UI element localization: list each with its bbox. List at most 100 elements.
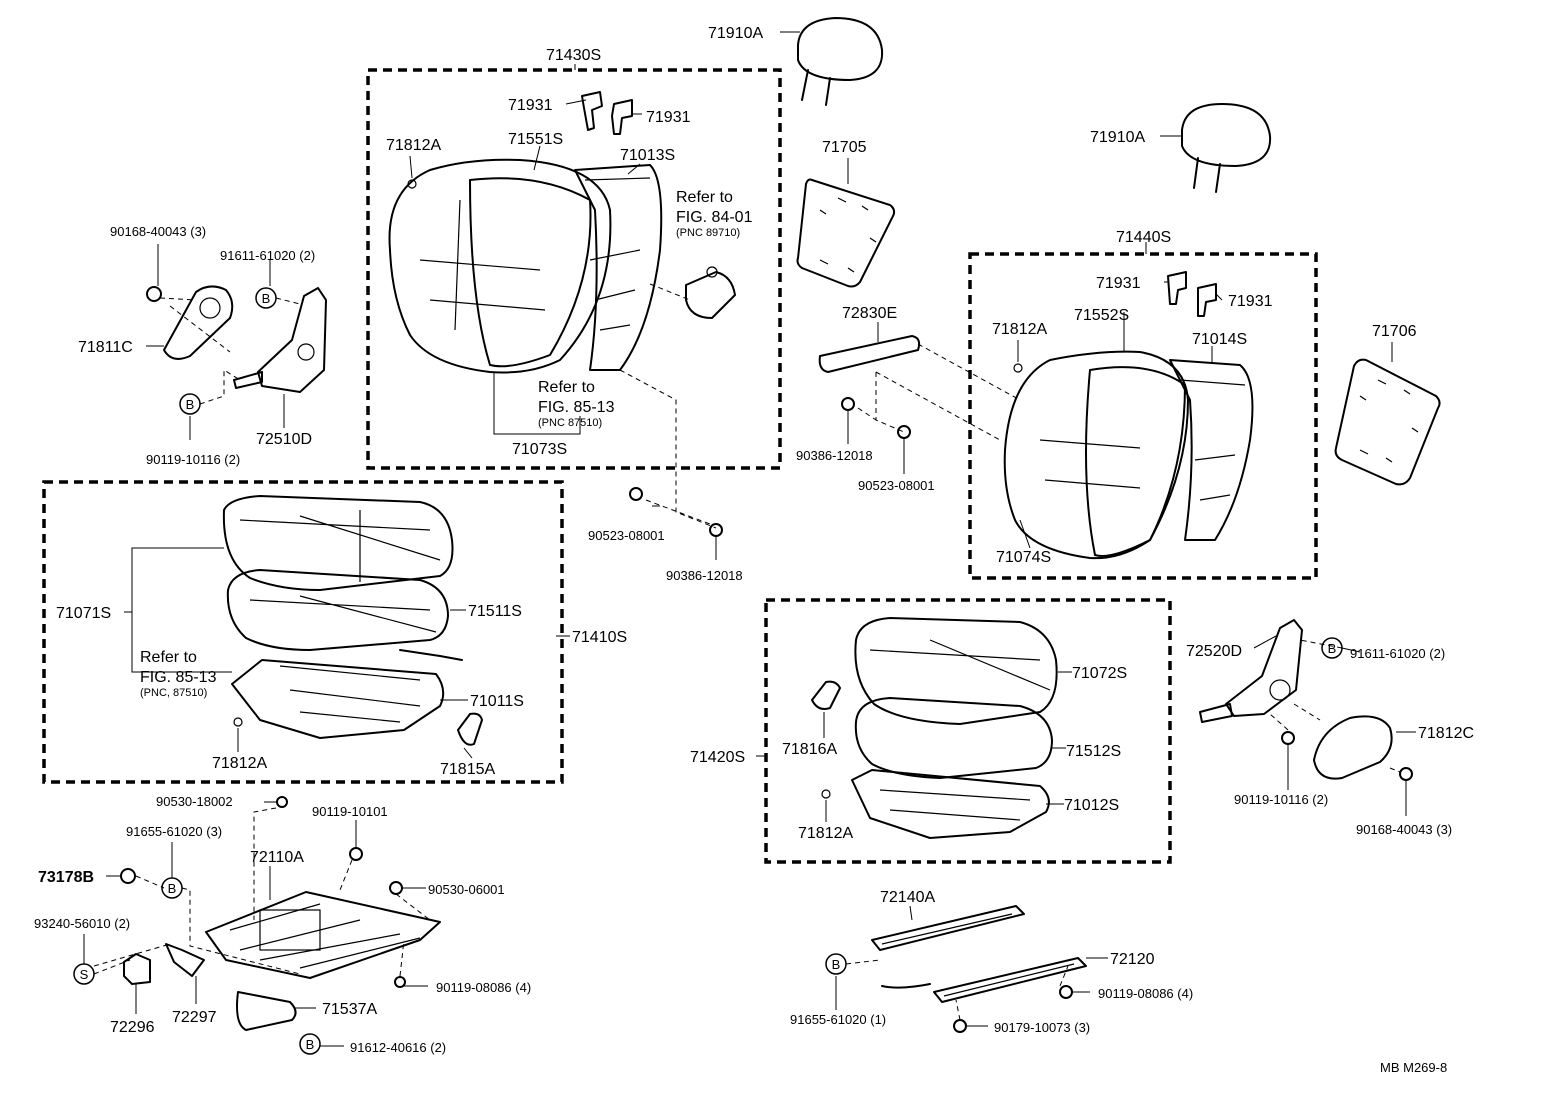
label-refer-84: Refer to: [676, 189, 733, 206]
label-71811c: 71811C: [78, 339, 133, 356]
bracket-72296: [123, 953, 151, 985]
label-refer-85-a: Refer to: [538, 379, 595, 396]
label-71552s: 71552S: [1074, 307, 1129, 324]
svg-text:B: B: [262, 291, 271, 306]
label-pnc-87510-b: (PNC, 87510): [140, 687, 207, 699]
group-box-71420s: [764, 598, 1172, 864]
cushion-frame-71011s: [231, 649, 463, 739]
callout-b-left-bottom: B: [179, 393, 201, 415]
nut-90523-08001-b: [629, 487, 643, 501]
label-90168-40043-right: 90168-40043 (3): [1356, 822, 1452, 837]
label-71816a: 71816A: [782, 741, 837, 758]
label-91655-61020-3: 91655-61020 (3): [126, 824, 222, 839]
group-box-71440s: [968, 252, 1318, 580]
label-91611-61020-left: 91611-61020 (2): [220, 248, 315, 263]
cover-71812c: [1313, 715, 1393, 780]
label-72120: 72120: [1110, 951, 1155, 968]
clip-71812a-right-cushion: [821, 789, 831, 799]
callout-b-right-recliner: B: [1321, 637, 1343, 659]
callout-b-bottom: B: [299, 1033, 321, 1055]
label-73178b: 73178B: [38, 869, 94, 886]
label-71012s: 71012S: [1064, 797, 1119, 814]
svg-text:B: B: [168, 881, 177, 896]
bolt-90530-18002: [276, 796, 288, 808]
label-71440s: 71440S: [1116, 229, 1171, 246]
bolt-90119-08086-left: [394, 976, 406, 988]
label-fig-85-13-b: FIG. 85-13: [140, 669, 217, 686]
label-pnc-87510-a: (PNC 87510): [538, 417, 602, 429]
rail-72140a: [871, 905, 1025, 951]
cushion-frame-71012s: [851, 769, 1050, 839]
label-90530-18002: 90530-18002: [156, 794, 233, 809]
cover-71811c: [163, 285, 234, 360]
nut-90523-08001-a: [897, 425, 911, 439]
label-71931-c: 71931: [1096, 275, 1141, 292]
headrest-support-71931: [581, 91, 633, 135]
label-71705: 71705: [822, 139, 867, 156]
label-71511s: 71511S: [468, 603, 522, 620]
clip-71812a-left-back: [407, 179, 417, 189]
label-90119-10101: 90119-10101: [312, 804, 388, 819]
label-71420s: 71420S: [690, 749, 745, 766]
label-91611-61020-right: 91611-61020 (2): [1350, 646, 1445, 661]
label-90168-40043-left: 90168-40043 (3): [110, 224, 206, 239]
label-71931-d: 71931: [1228, 293, 1273, 310]
label-71706: 71706: [1372, 323, 1417, 340]
callout-b-track-left: B: [161, 877, 183, 899]
label-72296: 72296: [110, 1019, 155, 1036]
bolt-90168-40043-left: [146, 286, 162, 302]
nut-90386-12018-b: [709, 523, 723, 537]
dashed-assembly-lines: [93, 283, 1401, 1021]
label-90119-10116-right: 90119-10116 (2): [1234, 792, 1328, 807]
label-71931-a: 71931: [508, 97, 553, 114]
clip-71812a-right-back: [1013, 363, 1023, 373]
bolt-90530-06001: [389, 881, 403, 895]
svg-text:B: B: [186, 397, 195, 412]
callout-b-right-track: B: [825, 953, 847, 975]
label-90119-08086-right: 90119-08086 (4): [1098, 986, 1193, 1001]
label-71014s: 71014S: [1192, 331, 1247, 348]
label-fig-85-13-a: FIG. 85-13: [538, 399, 615, 416]
bolt-90119-10101: [349, 847, 363, 861]
label-72110a: 72110A: [250, 849, 304, 866]
label-90530-06001: 90530-06001: [428, 882, 505, 897]
svg-text:B: B: [832, 957, 841, 972]
cushion-71072s: [854, 617, 1058, 725]
cover-71815a: [457, 712, 483, 746]
bolt-90119-08086-right: [1059, 985, 1073, 999]
cushion-pad-71511s: [226, 569, 449, 651]
label-71430s: 71430S: [546, 47, 601, 64]
svg-text:S: S: [80, 967, 89, 982]
seatback-frame-71013s: [574, 164, 663, 371]
label-90179-10073: 90179-10073 (3): [994, 1020, 1090, 1035]
bracket-72297: [165, 943, 205, 977]
cap-72830e: [818, 335, 921, 373]
label-fig-84-01: FIG. 84-01: [676, 209, 753, 226]
recliner-72520d: [1199, 619, 1303, 723]
label-72140a: 72140A: [880, 889, 935, 906]
track-72110a: [205, 891, 441, 979]
label-71537a: 71537A: [322, 1001, 377, 1018]
leader-lines: [83, 31, 1416, 1047]
callout-b-left-top: B: [255, 287, 277, 309]
board-71705: [796, 178, 896, 288]
label-90119-10116-left: 90119-10116 (2): [146, 452, 240, 467]
svg-text:B: B: [306, 1037, 315, 1052]
rail-72120: [881, 957, 1087, 1003]
label-71011s: 71011S: [470, 693, 524, 710]
svg-text:B: B: [1328, 641, 1337, 656]
label-93240-56010: 93240-56010 (2): [34, 916, 130, 931]
bolt-90179-10073: [953, 1019, 967, 1033]
nut-90386-12018-a: [841, 397, 855, 411]
bolt-90168-40043-right: [1399, 767, 1413, 781]
label-72830e: 72830E: [842, 305, 897, 322]
label-71815a: 71815A: [440, 761, 495, 778]
label-90119-08086-left: 90119-08086 (4): [436, 980, 531, 995]
label-71812a-b: 71812A: [992, 321, 1047, 338]
cover-71816a: [811, 680, 841, 710]
board-71706: [1334, 358, 1441, 486]
label-71812a-d: 71812A: [798, 825, 853, 842]
cushion-71071s: [222, 495, 454, 591]
label-71931-b: 71931: [646, 109, 691, 126]
